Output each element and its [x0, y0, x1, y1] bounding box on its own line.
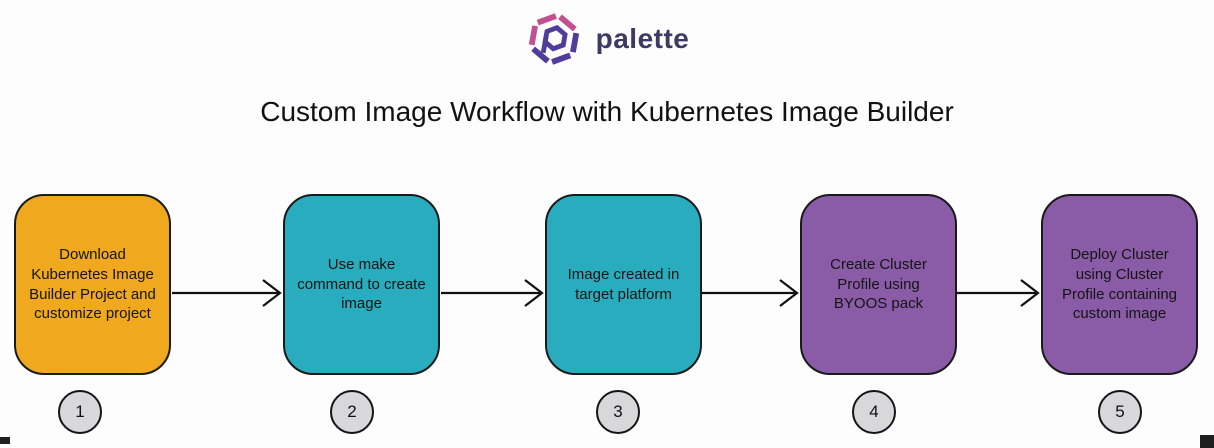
brand-name: palette: [595, 23, 690, 54]
step-label-1: Download Kubernetes Image Builder Projec…: [29, 245, 156, 323]
step-number-5: 5: [1098, 390, 1142, 434]
step-box-4: Create Cluster Profile using BYOOS pack: [800, 194, 957, 375]
step-box-3: Image created in target platform: [545, 194, 702, 375]
palette-logo-icon: [528, 12, 580, 66]
step-number-1: 1: [58, 390, 102, 434]
bottom-right-corner-mark: [1200, 435, 1214, 448]
step-number-4: 4: [852, 390, 896, 434]
arrow-step2-to-step3: [441, 275, 545, 311]
step-box-1: Download Kubernetes Image Builder Projec…: [14, 194, 171, 375]
page-title: Custom Image Workflow with Kubernetes Im…: [260, 96, 954, 127]
arrow-step3-to-step4: [702, 275, 800, 311]
logo: palette: [0, 8, 1214, 70]
step-label-4: Create Cluster Profile using BYOOS pack: [830, 255, 927, 313]
arrow-step4-to-step5: [957, 275, 1041, 311]
arrow-step1-to-step2: [172, 275, 283, 311]
bottom-left-corner-mark: [0, 437, 10, 444]
step-number-3: 3: [596, 390, 640, 434]
step-number-2: 2: [330, 390, 374, 434]
step-box-2: Use make command to create image: [283, 194, 440, 375]
step-box-5: Deploy Cluster using Cluster Profile con…: [1041, 194, 1198, 375]
step-label-5: Deploy Cluster using Cluster Profile con…: [1061, 245, 1178, 323]
step-label-2: Use make command to create image: [297, 255, 426, 313]
step-label-3: Image created in target platform: [567, 265, 680, 303]
